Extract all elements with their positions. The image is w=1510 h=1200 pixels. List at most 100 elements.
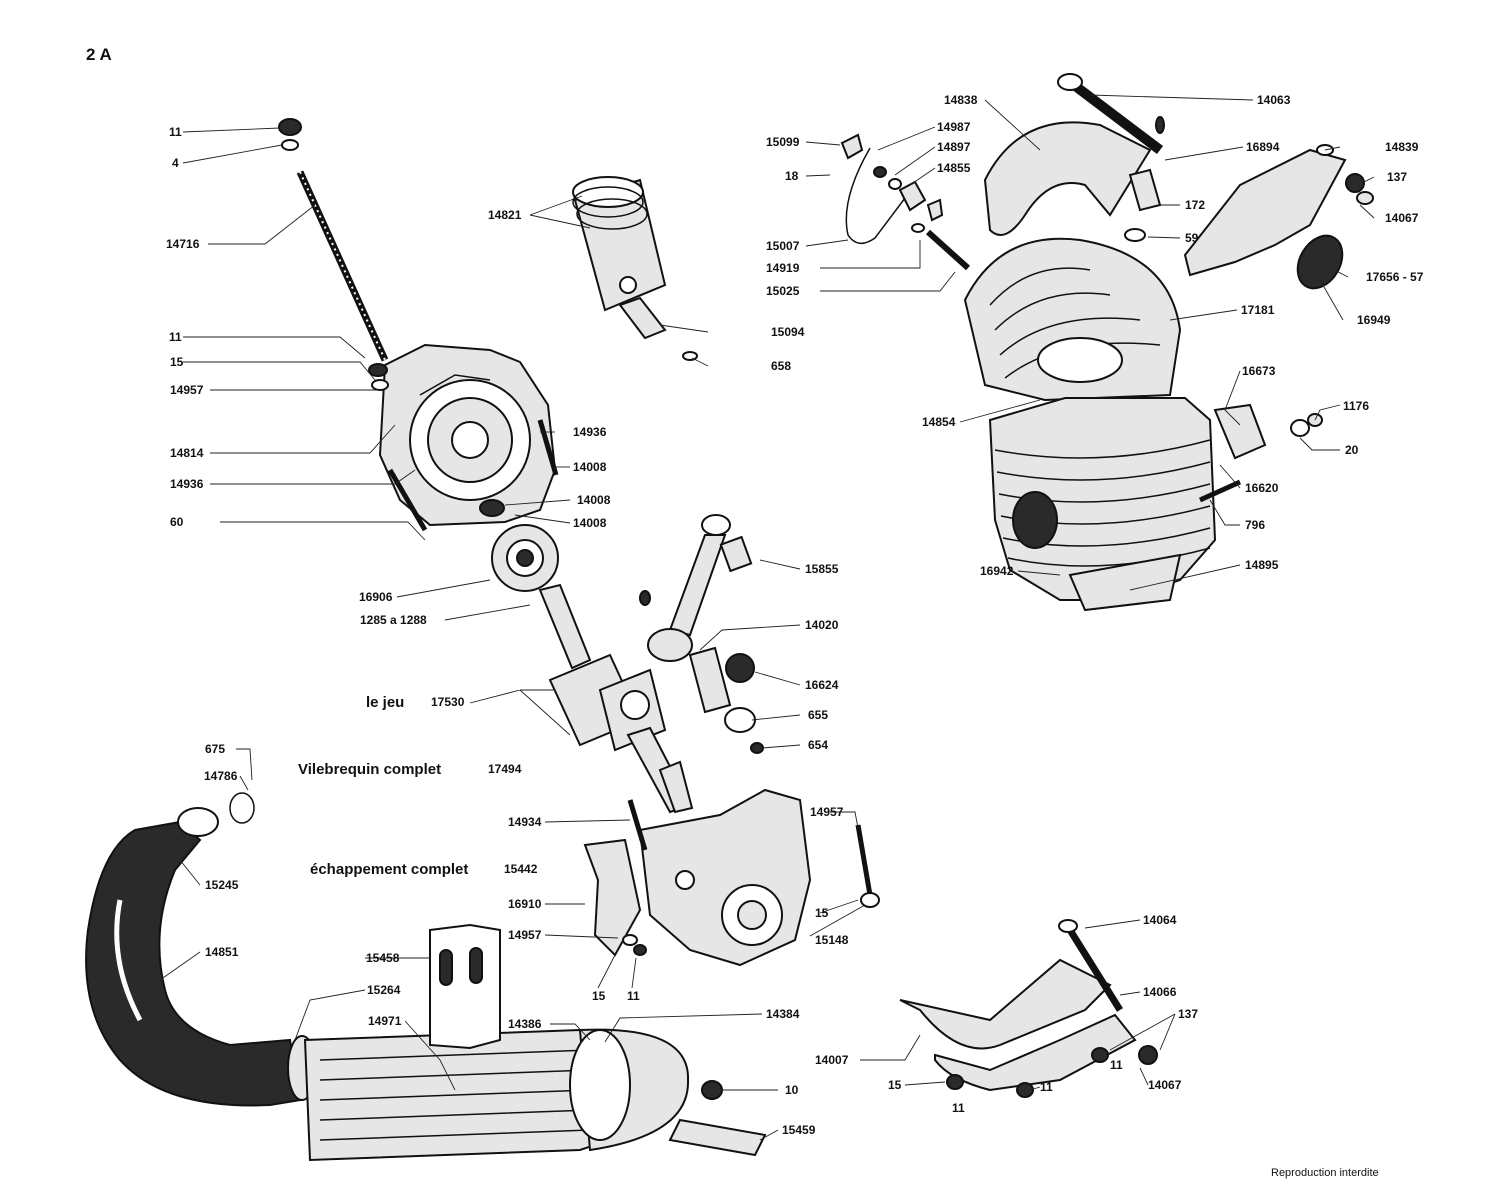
part-label: 17656 - 57: [1366, 270, 1424, 284]
part-label: 14067: [1148, 1078, 1182, 1092]
caption-le-jeu-ref: 17530: [431, 695, 465, 709]
part-label: 15245: [205, 878, 239, 892]
part-label: 14821: [488, 208, 522, 222]
part-label: 15: [592, 989, 606, 1003]
part-label: 11: [169, 125, 182, 139]
captions: le jeu 17530 Vilebrequin complet 17494 é…: [298, 694, 538, 878]
part-label: 14957: [170, 383, 204, 397]
part-label: 137: [1178, 1007, 1198, 1021]
leader-lines: [159, 94, 1375, 1141]
part-label: 137: [1387, 170, 1407, 184]
part-label: 14957: [508, 928, 542, 942]
part-label: 11: [1110, 1058, 1123, 1072]
part-label: 14067: [1385, 211, 1419, 225]
part-label: 658: [771, 359, 791, 373]
part-label: 20: [1345, 443, 1359, 457]
part-label: 796: [1245, 518, 1265, 532]
part-label: 14957: [810, 805, 844, 819]
part-label: 16894: [1246, 140, 1280, 154]
part-label: 14386: [508, 1017, 542, 1031]
part-label: 14971: [368, 1014, 402, 1028]
part-label: 15: [888, 1078, 902, 1092]
part-label: 14007: [815, 1053, 849, 1067]
part-label: 14936: [170, 477, 204, 491]
part-label: 655: [808, 708, 828, 722]
part-label: 16624: [805, 678, 839, 692]
part-label: 14855: [937, 161, 971, 175]
part-label: 14063: [1257, 93, 1291, 107]
part-label: 14895: [1245, 558, 1279, 572]
part-label: 15094: [771, 325, 805, 339]
part-label: 15458: [366, 951, 400, 965]
carburetor-linkage: [840, 133, 971, 271]
part-label: 11: [1040, 1080, 1053, 1094]
part-label: 18: [785, 169, 799, 183]
cylinder-barrel: [988, 397, 1323, 612]
part-label: 16673: [1242, 364, 1276, 378]
connecting-rod: [639, 514, 764, 754]
part-label: 16620: [1245, 481, 1279, 495]
caption-vilebrequin: Vilebrequin complet: [298, 761, 441, 778]
part-label: 14934: [508, 815, 542, 829]
part-label: 15: [815, 906, 829, 920]
top-stud-assembly: [278, 118, 389, 362]
engine-mount-bracket-top: [983, 73, 1165, 242]
caption-le-jeu: le jeu: [366, 694, 404, 711]
part-label: 11: [952, 1101, 965, 1115]
part-label: 15148: [815, 933, 849, 947]
caption-echappement-ref: 15442: [504, 862, 538, 876]
part-label: 16910: [508, 897, 542, 911]
part-label: 14897: [937, 140, 971, 154]
part-label: 14008: [573, 460, 607, 474]
part-label: 14384: [766, 1007, 800, 1021]
part-label: 14851: [205, 945, 239, 959]
part-label: 14814: [170, 446, 204, 460]
part-label: 15025: [766, 284, 800, 298]
part-label: 15: [170, 355, 184, 369]
part-label: 14008: [573, 516, 607, 530]
part-label: 15855: [805, 562, 839, 576]
part-label: 16942: [980, 564, 1014, 578]
part-label: 14064: [1143, 913, 1177, 927]
part-label: 11: [627, 989, 640, 1003]
part-label: 15264: [367, 983, 401, 997]
side-plate-and-badge: [1183, 144, 1374, 290]
part-label: 14936: [573, 425, 607, 439]
part-label: 14839: [1385, 140, 1419, 154]
part-label: 14919: [766, 261, 800, 275]
part-label: 16949: [1357, 313, 1391, 327]
part-label: 654: [808, 738, 828, 752]
part-label: 14786: [204, 769, 238, 783]
part-labels: 11 4 14716 14821 15099 14987 14897 14855…: [166, 93, 1424, 1137]
part-label: 14066: [1143, 985, 1177, 999]
part-label: 11: [169, 330, 182, 344]
engine-mount-bracket-bottom: [899, 919, 1158, 1098]
part-label: 16906: [359, 590, 393, 604]
part-label: 14008: [577, 493, 611, 507]
part-label: 14854: [922, 415, 956, 429]
page-number: 2 A: [86, 45, 112, 64]
caption-vilebrequin-ref: 17494: [488, 762, 522, 776]
crankcase-left-half: [583, 788, 880, 967]
part-label: 14020: [805, 618, 839, 632]
part-label: 17181: [1241, 303, 1275, 317]
part-label: 14838: [944, 93, 978, 107]
part-label: 14987: [937, 120, 971, 134]
exhaust-pipe: [85, 792, 317, 1107]
footer-notice: Reproduction interdite: [1271, 1167, 1379, 1179]
part-label: 15459: [782, 1123, 816, 1137]
part-label: 1285 a 1288: [360, 613, 427, 627]
part-label: 60: [170, 515, 184, 529]
crankcase-right-half: [368, 343, 559, 532]
part-label: 172: [1185, 198, 1205, 212]
part-label: 10: [785, 1083, 799, 1097]
part-label: 675: [205, 742, 225, 756]
crankshaft: [491, 524, 694, 814]
silencer: [303, 923, 767, 1162]
cylinder-head: [963, 237, 1182, 402]
part-label: 15007: [766, 239, 800, 253]
part-label: 15099: [766, 135, 800, 149]
part-label: 59: [1185, 231, 1199, 245]
part-label: 14716: [166, 237, 200, 251]
